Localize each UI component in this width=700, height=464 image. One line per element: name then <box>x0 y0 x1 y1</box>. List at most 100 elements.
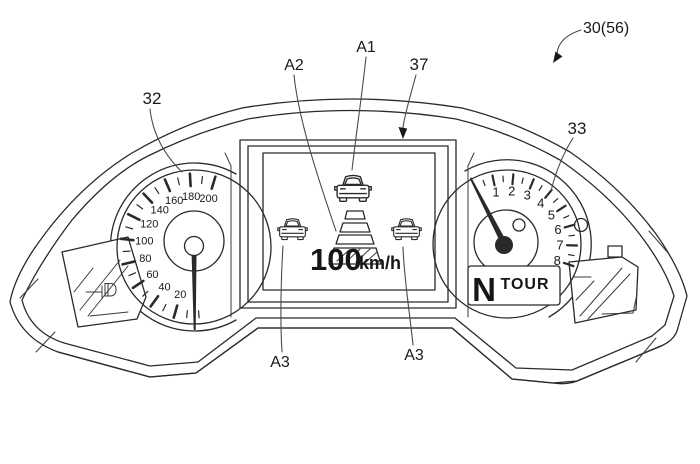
gauge-number: 80 <box>139 253 151 265</box>
housing-corner-accent-bottom-right <box>635 337 657 363</box>
gauge-major-tick <box>528 178 535 190</box>
gauge-major-tick <box>119 237 135 242</box>
gauge-minor-tick <box>563 215 570 219</box>
tachometer-needle <box>469 177 508 247</box>
gauge-minor-tick <box>552 198 559 203</box>
gauge-minor-tick <box>197 310 200 319</box>
leader-33 <box>550 137 574 192</box>
gauge-minor-tick <box>568 234 576 237</box>
leader-A3-right <box>402 246 414 346</box>
gauge-major-tick <box>188 172 192 188</box>
gauge-number: 160 <box>165 195 183 207</box>
gauge-number: 100 <box>135 235 153 247</box>
following-distance-bars <box>328 210 382 265</box>
tachometer-dial-lamp <box>512 218 526 232</box>
display-bezel-left-pillar <box>224 152 232 318</box>
gauge-number: 200 <box>199 193 217 205</box>
speed-value: 100 <box>310 242 362 277</box>
multi-information-display <box>224 139 475 318</box>
gauge-number: 3 <box>524 187 531 202</box>
cluster-housing-inner-outline <box>21 109 675 371</box>
tachometer-dial <box>432 169 582 319</box>
gauge-number: 8 <box>554 253 561 268</box>
ref-label-A3-right: A3 <box>404 347 424 364</box>
housing-corner-accent-bottom-left <box>35 331 56 353</box>
leader-30-56-arrowhead <box>553 51 563 63</box>
gauge-major-tick <box>121 260 137 266</box>
gauge-number: 60 <box>146 269 158 281</box>
gauge-minor-tick <box>154 187 160 195</box>
ride-mode-value: TOUR <box>500 276 549 293</box>
leader-A2 <box>293 74 337 232</box>
speed-unit: km/h <box>359 253 401 273</box>
leader-37 <box>402 74 417 129</box>
gauge-number: 7 <box>556 238 563 253</box>
gauge-minor-tick <box>128 272 137 277</box>
speedometer-needle <box>191 247 197 330</box>
gauge-number: 5 <box>548 207 555 222</box>
housing-corner-accent-left <box>19 278 39 299</box>
gauge-number: 20 <box>174 289 186 301</box>
gauge-major-tick <box>556 204 567 213</box>
tachometer-bezel-lamp <box>573 217 589 233</box>
gauge-major-tick <box>210 175 217 190</box>
speedometer-hub <box>183 235 205 257</box>
leader-A1 <box>351 56 367 171</box>
gauge-minor-tick <box>186 310 188 319</box>
warning-square-icon <box>607 245 623 258</box>
tachometer-hub <box>495 236 513 254</box>
ref-label-A2: A2 <box>284 57 304 74</box>
leader-A3-left <box>280 245 284 353</box>
gauge-number: 180 <box>182 191 200 203</box>
gauge-major-tick <box>131 279 145 290</box>
leader-lines <box>149 29 582 353</box>
gauge-major-tick <box>126 212 141 222</box>
leader-30-56 <box>556 29 582 54</box>
ref-label-30-56: 30(56) <box>583 20 629 37</box>
gauge-major-tick <box>511 173 515 186</box>
ref-label-A3-left: A3 <box>270 354 290 371</box>
gauge-minor-tick <box>177 177 180 186</box>
gauge-major-tick <box>149 294 160 308</box>
ref-label-37: 37 <box>410 55 429 74</box>
gauge-minor-tick <box>125 226 134 230</box>
gauge-major-tick <box>142 192 154 204</box>
gauge-minor-tick <box>142 290 149 297</box>
leader-32 <box>149 108 183 173</box>
gauge-major-tick <box>562 261 575 268</box>
ref-label-33: 33 <box>568 119 587 138</box>
leader-37-arrowhead <box>398 127 408 139</box>
gear-position-value: N <box>472 271 496 308</box>
gauge-number: 1 <box>492 185 499 200</box>
acc-display-content: 100 km/h <box>277 174 422 277</box>
gauge-major-tick <box>563 223 576 229</box>
gauge-number: 140 <box>150 205 168 217</box>
gauge-number: 120 <box>140 219 158 231</box>
reference-labels: 32 A2 A1 37 33 A3 A3 30(56) <box>143 20 630 371</box>
gauge-number: 2 <box>508 184 515 199</box>
gauge-minor-tick <box>538 185 543 192</box>
gauge-major-tick <box>172 304 179 319</box>
gauge-minor-tick <box>521 177 524 184</box>
gauge-number: 6 <box>554 222 561 237</box>
cluster-housing-bottom-edge <box>57 327 662 384</box>
ref-label-A1: A1 <box>356 39 376 56</box>
gauge-minor-tick <box>201 175 204 185</box>
gauge-number: 40 <box>158 281 170 293</box>
gear-mode-indicator: N TOUR <box>467 265 561 308</box>
gauge-minor-tick <box>567 254 575 257</box>
gauge-major-tick <box>544 188 553 199</box>
gauge-minor-tick <box>482 179 486 187</box>
gauge-major-tick <box>163 178 172 193</box>
ref-label-32: 32 <box>143 89 162 108</box>
gauge-major-tick <box>491 174 496 187</box>
housing-corner-accent-top-right <box>648 230 670 255</box>
gauge-minor-tick <box>162 303 167 312</box>
fuel-pump-icon <box>104 283 117 297</box>
gauge-number: 4 <box>537 196 544 211</box>
